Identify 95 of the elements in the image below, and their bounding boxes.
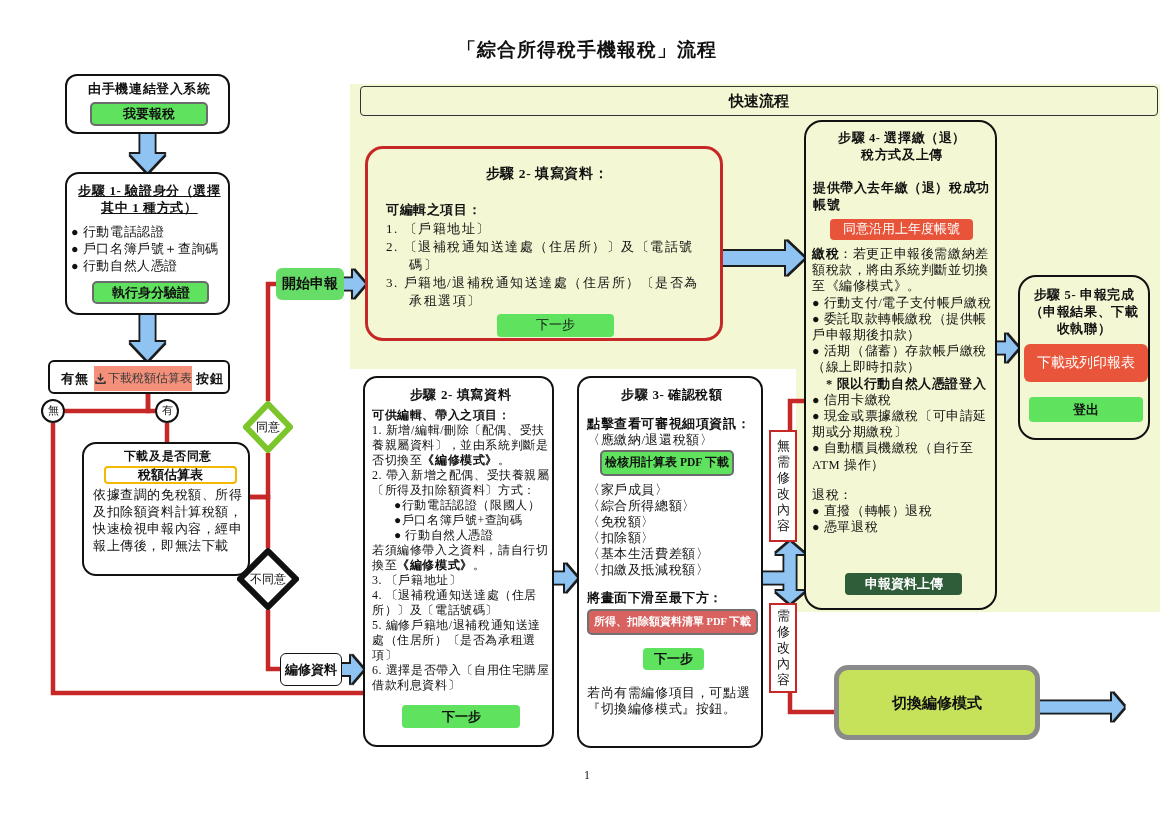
list-item: ● 行動電話認證 [71, 224, 165, 241]
list-item: ● 行動自然人憑證 [393, 528, 494, 543]
connector-line [145, 394, 155, 414]
list-item: 2. 帶入新增之配偶、受扶養親屬〔所得及扣除額資料〕方式： [372, 468, 551, 498]
step-heading: 步驟 1- 驗證身分（選擇其中 1 種方式） [77, 182, 222, 216]
list-item: 〈家戶成員〉 [587, 482, 669, 498]
list-item: 3. 〔戶籍地址〕 [372, 573, 462, 588]
box-label: 有無 [61, 370, 89, 387]
condition-box: 無需修改內容 [769, 430, 797, 542]
list-item: ● 信用卡繳稅 [812, 391, 892, 409]
decision-diamond [237, 548, 299, 610]
decision-label: 不同意 [250, 570, 286, 588]
list-item: ● 自動櫃員機繳稅（自行至 ATM 操作） [812, 440, 975, 473]
verify-button: 執行身分驗證 [92, 281, 209, 304]
list-item: ● 行動支付/電子支付帳戶繳稅 [812, 294, 992, 311]
connector-line [50, 423, 363, 696]
decision-label: 同意 [256, 418, 280, 436]
step-heading: 步驟 4- 選擇繳（退）稅方式及上傳 [837, 130, 967, 164]
title-box: 稅額估算表 [104, 466, 237, 484]
list-item: ●戶口名簿戶號+查詢碼 [393, 513, 523, 528]
section-label: 提供帶入去年繳（退）稅成功帳號 [813, 180, 991, 214]
connector-line [787, 693, 834, 715]
section-label: 可供編輯、帶入之項目： [372, 408, 511, 423]
process-box: 開始申報 [276, 268, 344, 300]
list-item: 〈綜合所得總額〉 [587, 498, 696, 514]
list-item: ● 直撥（轉帳）退稅 [812, 503, 933, 520]
list-item: 〈應繳納/退還稅額〉 [587, 432, 714, 448]
step-box [65, 172, 230, 315]
section-header: 快速流程 [360, 86, 1158, 116]
body-text: 若須編修帶入之資料，請自行切換至《編修模式》。 [372, 543, 550, 573]
box-label: 按鈕 [196, 370, 224, 387]
section-label: 點擊查看可審視細項資訊： [587, 416, 751, 432]
branch-circle: 有 [155, 399, 179, 423]
next-button: 下一步 [402, 705, 520, 728]
list-item: ● 憑單退稅 [812, 519, 879, 536]
list-item: ● 委託取款轉帳繳稅（提供帳戶申報期後扣款） [812, 310, 989, 344]
section-label: 退稅： [812, 486, 853, 504]
download-button: 下載稅額估算表 [94, 366, 192, 391]
body-text: 若尚有需編修項目，可點選『切換編修模式』按鈕。 [587, 685, 752, 717]
connector-line [265, 281, 276, 401]
list-item: 〈基本生活費差額〉 [587, 546, 710, 562]
note-text: * 限以行動自然人憑證登入 [825, 375, 987, 392]
body-text: 依據查調的免稅額、所得及扣除額資料計算稅額，快速檢視申報內容，經申報上傳後，即無法下載 [93, 487, 244, 555]
box-heading: 由手機連結登入系統 [88, 81, 211, 97]
step-box [804, 120, 997, 610]
list-item: 3. 戶籍地/退補稅通知送達處（住居所）〔是否為承租選項〕 [386, 274, 700, 310]
list-item: ● 行動自然人憑證 [71, 258, 179, 275]
process-box: 編修資料 [280, 653, 342, 686]
section-label: 可編輯之項目： [386, 201, 482, 219]
connector-line [250, 494, 271, 548]
pdf-button: 檢核用計算表 PDF 下載 [600, 450, 734, 476]
list-item: 1. 〔戶籍地址〕 [386, 220, 491, 238]
step-box [365, 146, 723, 341]
list-item: 〈扣繳及抵減稅額〉 [587, 562, 710, 578]
list-item: ● 活期（儲蓄）存款帳戶繳稅（線上即時扣款） [812, 343, 989, 376]
list-item: ● 戶口名簿戶號＋查詢碼 [71, 241, 219, 258]
process-box [65, 74, 230, 134]
step-box [363, 376, 554, 747]
list-item: 1. 新增/編輯/刪除〔配偶、受扶養親屬資料〕，並由系統判斷是否切換至《編修模式》。 [372, 423, 550, 468]
body-text: 繳稅：若更正申報後需繳納差額稅款，將由系統判斷並切換至《編修模式》。 [812, 246, 990, 295]
list-item: ● 現金或票據繳稅〔可申請延期或分期繳稅〕 [812, 408, 989, 441]
next-button: 下一步 [497, 314, 614, 337]
connector-line [787, 398, 804, 430]
connector-line [164, 423, 170, 442]
list-item: 5. 編修戶籍地/退補稅通知送達處（住居所）〔是否為承租選項〕 [372, 618, 542, 663]
list-item: 2. 〔退補稅通知送達處（住居所）〕及〔電話號碼〕 [386, 238, 695, 274]
list-item: 〈免稅額〉 [587, 514, 655, 530]
step-heading: 步驟 2- 填寫資料： [485, 165, 609, 183]
list-item: 6. 選擇是否帶入〔自用住宅購屋借款利息資料〕 [372, 663, 551, 693]
upload-button: 申報資料上傳 [845, 573, 962, 595]
branch-circle: 無 [41, 399, 65, 423]
decision-diamond [243, 401, 293, 453]
print-button: 下載或列印報表 [1024, 344, 1148, 382]
process-box: 切換編修模式 [834, 665, 1040, 740]
step-box [82, 442, 250, 576]
connector-line [265, 610, 280, 672]
step-heading: 步驟 3- 確認稅額 [621, 386, 723, 403]
section-label: 將畫面下滑至最下方： [587, 590, 723, 606]
diagram-title: 「綜合所得稅手機報稅」流程 [457, 38, 717, 62]
report-button: 我要報稅 [90, 102, 208, 126]
logout-button: 登出 [1029, 397, 1143, 422]
list-item: 〈扣除額〉 [587, 530, 655, 546]
account-button: 同意沿用上年度帳號 [830, 219, 973, 240]
list-item: ●行動電話認證（限國人） [393, 498, 541, 513]
next-button: 下一步 [643, 648, 704, 670]
step-box [1018, 275, 1150, 440]
pdf-button: 所得、扣除額資料清單 PDF 下載 [587, 609, 758, 635]
step-box [577, 376, 763, 748]
step-heading: 步驟 5- 申報完成（申報結果、下載收執聯） [1028, 287, 1140, 338]
box-heading: 下載及是否同意 [123, 449, 213, 464]
list-item: 4. 〔退補稅通知送達處（住居所）〕及〔電話號碼〕 [372, 588, 538, 618]
page-number: 1 [584, 768, 590, 782]
condition-box: 需修改內容 [769, 603, 797, 693]
step-heading: 步驟 2- 填寫資料 [409, 386, 512, 403]
process-box [48, 360, 230, 394]
